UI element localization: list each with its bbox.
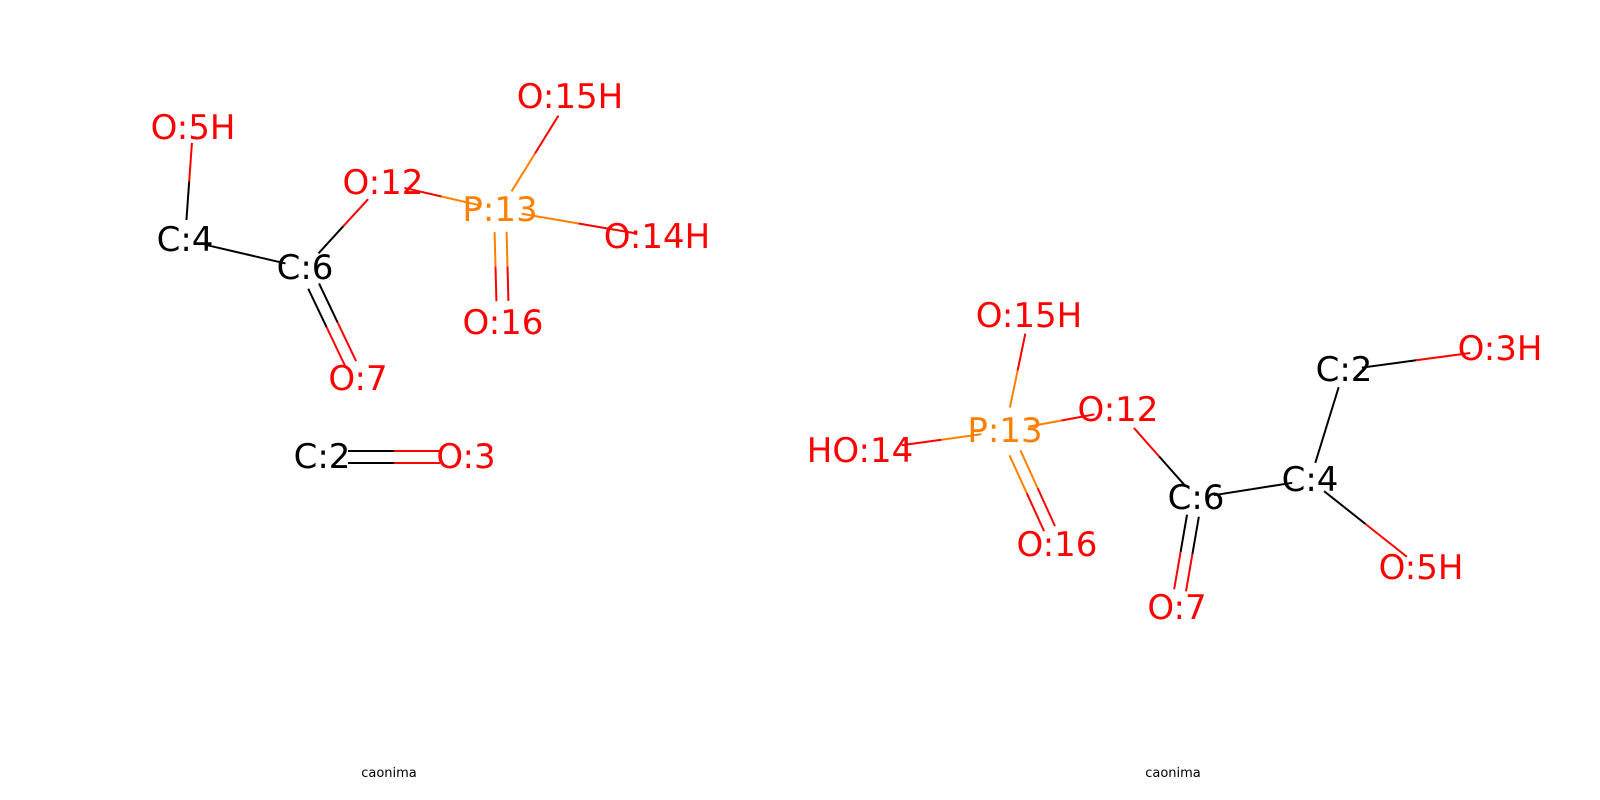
bond-C6-O7 [307, 283, 357, 367]
atom-label-p13: P:13 [967, 411, 1042, 451]
bond-line-half-b [1061, 413, 1095, 422]
bond-line-half-b [534, 115, 560, 155]
bond-line-half-b [1326, 386, 1340, 426]
bond-P13-O16 [1008, 449, 1056, 532]
atom-label-p13: P:13 [462, 190, 537, 230]
bond-line-half-b [1008, 370, 1019, 408]
bond-O12-P13 [404, 186, 479, 207]
bond-C6-C4 [1213, 481, 1293, 497]
bond-line-half-b [185, 181, 191, 221]
atom-label-c6: C:6 [1168, 478, 1225, 518]
atom-label-c2: C:2 [1316, 350, 1373, 390]
bond-C6-O12 [317, 198, 369, 254]
bond-P13-O15 [510, 115, 560, 192]
bond-line-half-a [510, 152, 536, 192]
bond-P13-O12 [1028, 413, 1095, 428]
bond-line-half-a [204, 243, 246, 255]
atom-label-o3: O:3 [436, 437, 495, 477]
bond-line-half-a [188, 142, 193, 182]
atom-label-o16: O:16 [1017, 525, 1098, 565]
bond-line-half-a [1323, 490, 1367, 525]
product-caption: caonima [1145, 766, 1201, 781]
bond-line-half-b [1158, 455, 1185, 486]
bond-C6-O7 [1173, 514, 1200, 592]
atom-label-o12: O:12 [1078, 390, 1159, 430]
bond-line-2-half-a [1019, 449, 1039, 489]
atom-label-o3: O:3H [1458, 329, 1543, 369]
atom-label-o15: O:15H [517, 77, 623, 117]
bond-line-half-a [521, 212, 579, 225]
bond-O5-C4 [185, 142, 193, 221]
bond-line-1-half-a [307, 288, 328, 328]
bond-line-2-half-b [336, 321, 357, 362]
product-bonds [901, 333, 1471, 592]
bond-C4-O5 [1323, 490, 1408, 558]
atom-label-c6: C:6 [277, 248, 334, 288]
bond-O12-C6 [1133, 427, 1185, 486]
bond-C2-O3 [1361, 352, 1471, 369]
bond-O14-P13 [901, 433, 982, 447]
bond-line-half-b [578, 222, 636, 235]
bond-line-half-b [1364, 523, 1408, 558]
bond-line-half-b [1252, 481, 1293, 490]
bond-line-half-a [1314, 424, 1328, 464]
atom-label-c4: C:4 [157, 220, 214, 260]
atom-label-o5: O:5H [151, 108, 236, 148]
bond-line-half-a [404, 186, 442, 198]
bond-line-half-b [342, 198, 369, 227]
atom-label-o12: O:12 [343, 163, 424, 203]
bond-line-half-a [1133, 427, 1160, 457]
bond-O15-P13 [1008, 333, 1027, 408]
bond-C2-O3 [348, 450, 440, 464]
bond-line-half-a [1361, 359, 1417, 369]
bond-line-2-half-a [318, 283, 339, 323]
bond-P13-O14 [521, 212, 636, 235]
bond-line-half-b [941, 433, 982, 441]
bond-C4-C6 [204, 243, 286, 265]
bond-line-2-half-b [1036, 487, 1056, 527]
bond-line-2-half-b [1184, 553, 1194, 592]
bond-line-half-b [441, 195, 479, 207]
bond-line-2-half-a [1191, 516, 1200, 555]
atom-label-o14: HO:14 [807, 431, 913, 471]
bond-line-half-a [1213, 488, 1254, 497]
atom-label-o7: O:7 [328, 359, 387, 399]
bond-line-half-a [317, 225, 345, 254]
bond-line-1-half-a [493, 232, 497, 267]
bond-line-1-half-b [325, 327, 347, 367]
atom-label-o15: O:15H [976, 296, 1082, 336]
bond-line-half-a [901, 438, 942, 447]
bond-line-half-b [1415, 352, 1471, 362]
atom-label-o14: O:14H [604, 217, 710, 257]
bond-line-1-half-b [494, 266, 498, 302]
atom-label-c2: C:2 [294, 437, 351, 477]
bond-line-half-b [244, 253, 286, 265]
bond-line-half-a [1028, 419, 1062, 428]
reactant-atoms: O:5H C:4C:6 O:12P:13 O:15H O:14H O:16O:7C:2 O:… [151, 77, 711, 477]
bond-line-2-half-b [506, 266, 510, 301]
bond-line-half-a [1016, 333, 1027, 371]
atom-label-o16: O:16 [463, 303, 544, 343]
bond-P13-O16 [493, 231, 510, 302]
bond-line-1-half-b [1173, 551, 1182, 590]
bond-line-1-half-a [1008, 454, 1028, 494]
bond-line-2-half-a [505, 231, 509, 267]
atom-label-o7: O:7 [1147, 588, 1206, 628]
atom-label-o5: O:5H [1379, 548, 1464, 588]
reactant-bonds [185, 115, 636, 464]
bond-line-1-half-b [1025, 492, 1045, 532]
atom-label-c4: C:4 [1282, 460, 1339, 500]
bond-C4-C2 [1314, 386, 1340, 464]
reactant-caption: caonima [361, 766, 417, 781]
reactant-panel: O:5H C:4C:6 O:12P:13 O:15H O:14H O:16O:7C:2 O:… [151, 77, 711, 781]
bond-line-1-half-a [1179, 514, 1189, 553]
